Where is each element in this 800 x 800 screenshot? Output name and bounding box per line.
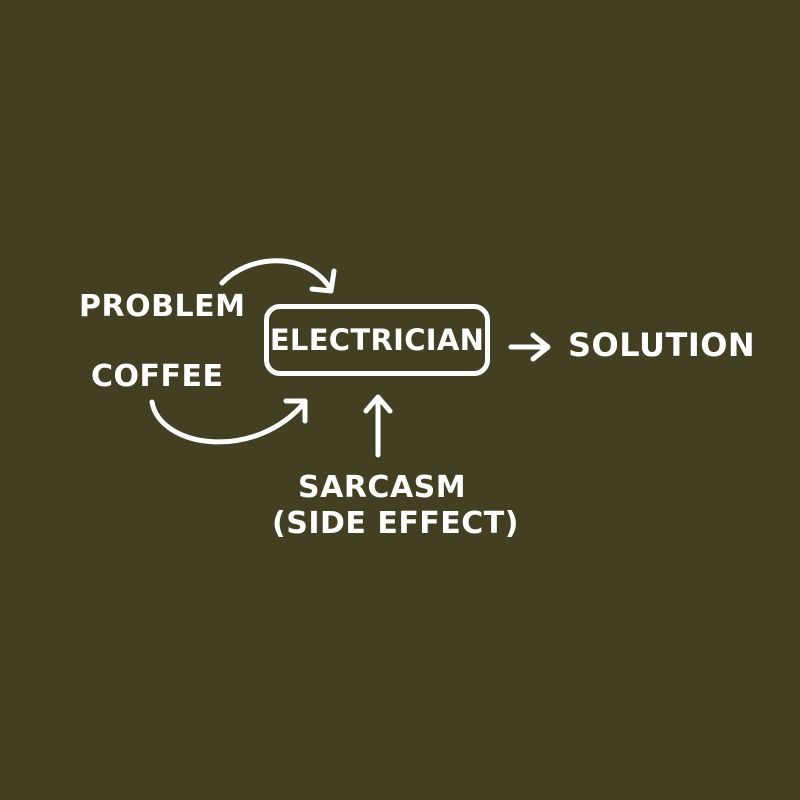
side-effect-note-label: (SIDE EFFECT) — [272, 506, 519, 541]
arrow-electrician-to-solution — [508, 332, 551, 362]
arrow-coffee-to-electrician — [149, 398, 308, 445]
input-coffee-label: COFFEE — [91, 359, 224, 394]
electrician-node: ELECTRICIAN — [264, 304, 490, 376]
output-solution-label: SOLUTION — [568, 326, 756, 364]
arrow-problem-to-electrician — [219, 258, 337, 294]
electrician-label: ELECTRICIAN — [269, 322, 485, 357]
input-problem-label: PROBLEM — [79, 289, 246, 324]
arrow-sarcasm-to-electrician — [363, 394, 393, 458]
side-effect-sarcasm-label: SARCASM — [298, 470, 467, 505]
